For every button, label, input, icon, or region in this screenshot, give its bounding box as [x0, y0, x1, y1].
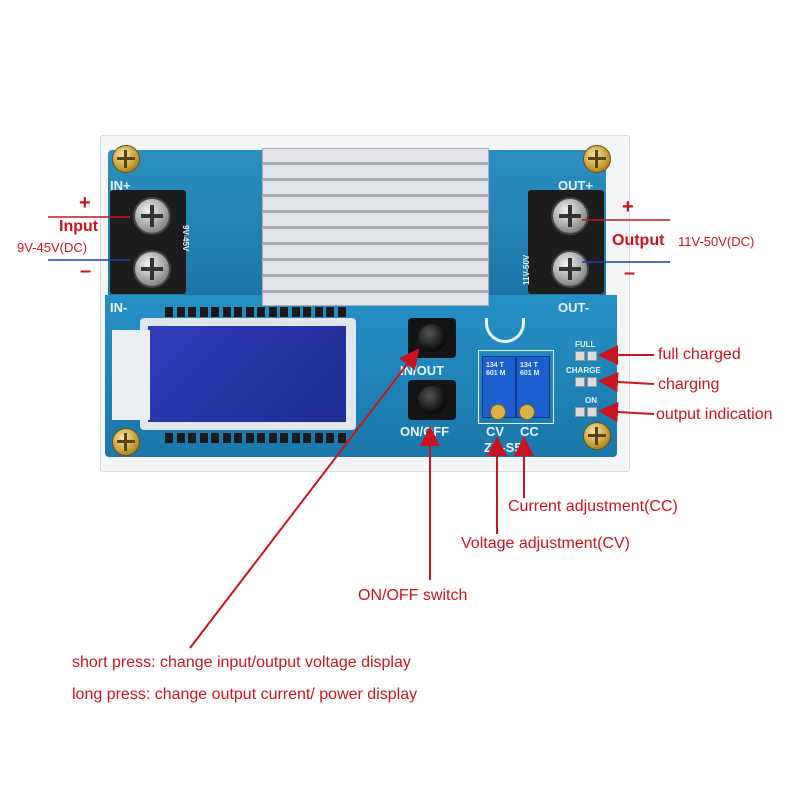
lcd-pin — [245, 433, 254, 443]
lcd-pin — [199, 433, 208, 443]
lcd-pin — [337, 307, 346, 317]
lcd-pin — [268, 307, 277, 317]
lcd-pin — [326, 307, 334, 317]
cc-pot-screw[interactable] — [519, 404, 535, 420]
lcd-pin — [234, 433, 242, 443]
input-plus-screw[interactable] — [133, 197, 171, 235]
lcd-pin — [222, 433, 231, 443]
voltage-adjustment-label: Voltage adjustment(CV) — [461, 535, 630, 552]
lcd-pin — [211, 307, 219, 317]
lcd-pin — [165, 433, 173, 443]
led-full-2 — [587, 351, 597, 361]
mount-screw-top-left — [112, 145, 140, 173]
brand-logo — [485, 318, 525, 343]
lcd-pin — [245, 307, 254, 317]
lcd-pins-top — [165, 307, 346, 317]
long-press-text: long press: change output current/ power… — [72, 686, 418, 703]
output-title: Output — [612, 232, 665, 249]
onoff-button[interactable] — [418, 386, 446, 414]
mount-screw-bottom-right — [583, 422, 611, 450]
lcd-pin — [222, 307, 231, 317]
cv-pot-marking: 134 T 601 M — [486, 362, 506, 377]
cc-pot-marking: 134 T 601 M — [520, 362, 540, 377]
output-minus-sign: – — [624, 262, 636, 284]
input-plus-sign: + — [79, 192, 91, 214]
lcd-pin — [234, 307, 242, 317]
lcd-pin — [188, 433, 196, 443]
output-minus-screw[interactable] — [551, 250, 589, 288]
lcd-pin — [314, 307, 323, 317]
led-on — [575, 407, 585, 417]
lcd-pin — [303, 433, 311, 443]
cv-label: CV — [486, 424, 505, 439]
led-charge-2 — [587, 377, 597, 387]
lcd-pins-bottom — [165, 433, 346, 443]
lcd-pin — [291, 307, 300, 317]
charging-arrow — [598, 372, 655, 392]
mount-screw-bottom-left — [112, 428, 140, 456]
led-on-label: ON — [585, 396, 597, 405]
out-minus-silk: OUT- — [558, 300, 590, 315]
led-charge — [575, 377, 585, 387]
led-charge-label: CHARGE — [566, 366, 601, 375]
led-on-2 — [587, 407, 597, 417]
output-indication-arrow — [598, 402, 655, 422]
pot-outline — [478, 350, 554, 424]
lcd-pin — [303, 307, 311, 317]
cv-pot-screw[interactable] — [490, 404, 506, 420]
lcd-pin — [291, 433, 300, 443]
input-minus-sign: – — [80, 260, 92, 282]
lcd-pin — [326, 433, 334, 443]
input-range: 9V-45V(DC) — [17, 240, 88, 255]
lcd-pin — [165, 307, 173, 317]
lcd-pin — [314, 433, 323, 443]
lcd-pin — [337, 433, 346, 443]
lcd-display — [148, 326, 346, 422]
short-press-text: short press: change input/output voltage… — [72, 654, 411, 671]
output-indication-label: output indication — [656, 406, 773, 423]
output-range: 11V-50V(DC) — [678, 234, 755, 249]
lcd-pin — [176, 307, 185, 317]
input-minus-screw[interactable] — [133, 250, 171, 288]
in-minus-silk: IN- — [110, 300, 128, 315]
lcd-pin — [257, 307, 265, 317]
led-full-label: FULL — [575, 340, 596, 349]
cc-label: CC — [520, 424, 539, 439]
onoff-switch-label: ON/OFF switch — [358, 587, 468, 604]
heatsink — [262, 148, 489, 306]
out-plus-silk: OUT+ — [558, 178, 594, 193]
current-adjustment-label: Current adjustment(CC) — [508, 498, 678, 515]
lcd-pin — [199, 307, 208, 317]
full-charged-label: full charged — [658, 346, 741, 363]
led-full — [575, 351, 585, 361]
lcd-pin — [268, 433, 277, 443]
lcd-pin — [188, 307, 196, 317]
lcd-pin — [211, 433, 219, 443]
inout-arrow — [189, 348, 420, 649]
lcd-pin — [176, 433, 185, 443]
inout-button[interactable] — [418, 324, 446, 352]
mount-screw-top-right — [583, 145, 611, 173]
output-plus-sign: + — [622, 196, 634, 218]
lcd-pin — [280, 433, 288, 443]
output-plus-screw[interactable] — [551, 197, 589, 235]
charging-label: charging — [658, 376, 720, 393]
in-plus-silk: IN+ — [110, 178, 131, 193]
lcd-ribbon — [112, 330, 150, 420]
input-title: Input — [59, 218, 99, 235]
lcd-pin — [257, 433, 265, 443]
lcd-pin — [280, 307, 288, 317]
